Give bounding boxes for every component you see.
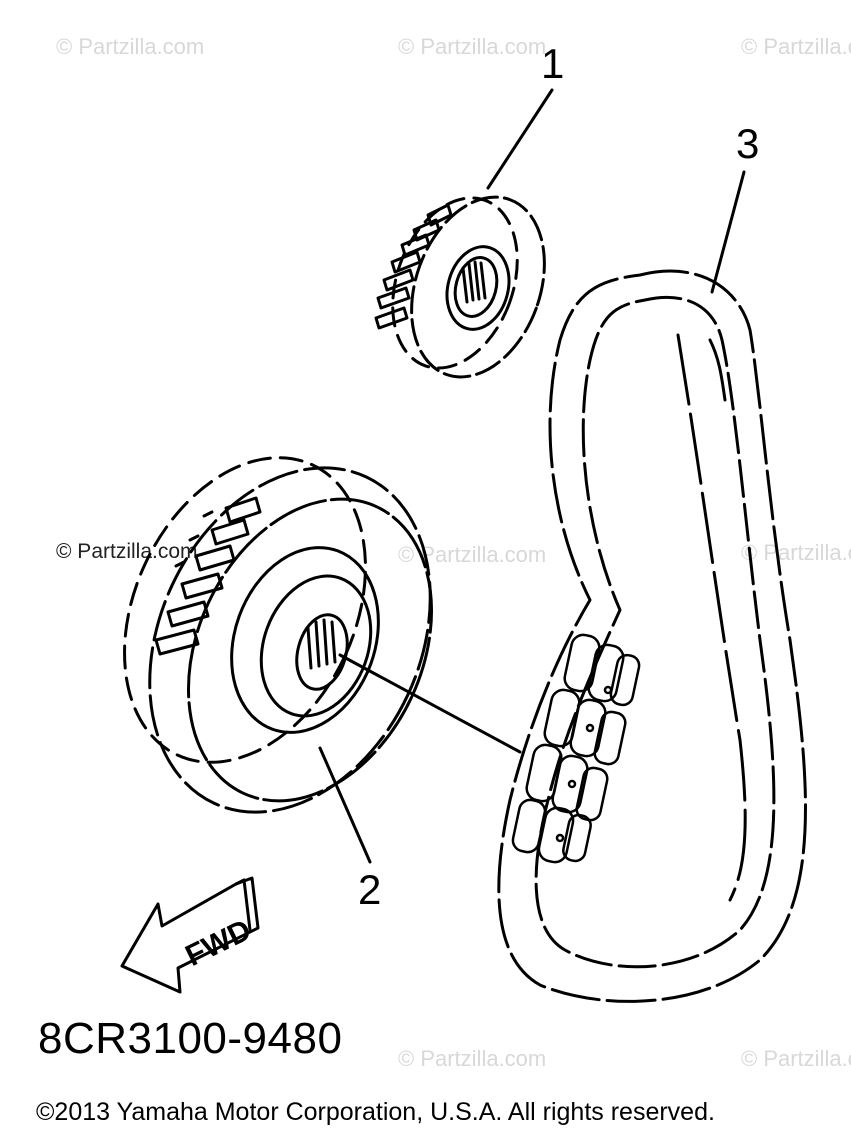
- leader-line-3: [710, 170, 746, 294]
- leader-line-2b: [338, 653, 522, 754]
- watermark: © Partzilla.com: [398, 34, 547, 59]
- drive-belt: [497, 269, 807, 1003]
- watermark: © Partzilla.com: [56, 540, 198, 563]
- chain-links: [511, 633, 641, 864]
- large-gear: [123, 456, 434, 814]
- watermark: © Partzilla.com: [398, 1046, 547, 1071]
- diagram-code: 8CR3100-9480: [38, 1014, 343, 1063]
- watermark: © Partzilla.com: [741, 34, 851, 59]
- copyright-notice: ©2013 Yamaha Motor Corporation, U.S.A. A…: [36, 1098, 715, 1126]
- watermark: © Partzilla.com: [741, 1046, 851, 1071]
- watermark: © Partzilla.com: [741, 540, 851, 565]
- callout-3: 3: [736, 120, 760, 167]
- callout-2: 2: [358, 866, 382, 913]
- callout-1: 1: [541, 40, 565, 87]
- leader-line-1: [486, 88, 554, 190]
- watermark: © Partzilla.com: [56, 34, 205, 59]
- leader-line-2: [318, 746, 372, 864]
- fwd-label: FWD: [180, 913, 256, 973]
- small-gear: [374, 195, 546, 379]
- fwd-arrow-icon: [120, 876, 260, 994]
